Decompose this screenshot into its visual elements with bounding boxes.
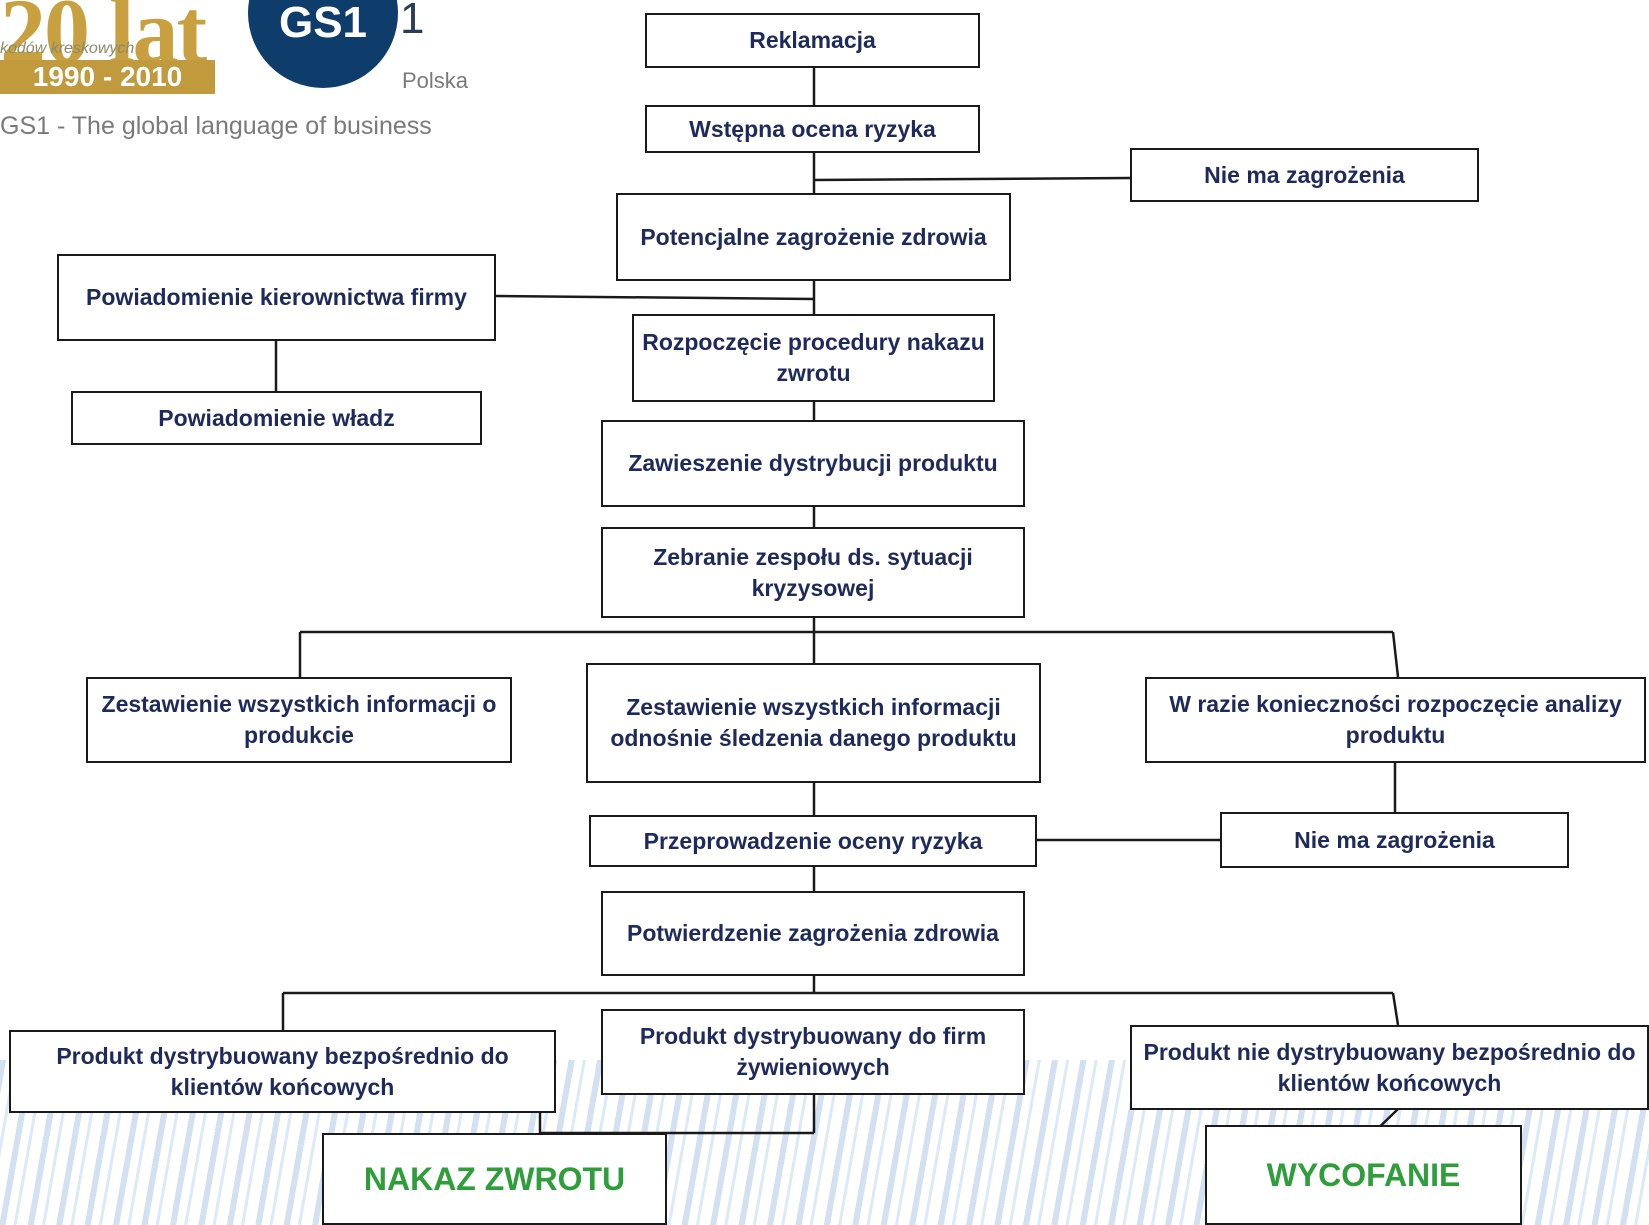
node-dystrybuowany-firmy: Produkt dystrybuowany do firm żywieniowy… bbox=[601, 1009, 1025, 1095]
result-nakaz-zwrotu: NAKAZ ZWROTU bbox=[322, 1133, 667, 1225]
node-powiadomienie-wladz: Powiadomienie władz bbox=[71, 391, 482, 445]
node-nie-ma-zagrozenia-1: Nie ma zagrożenia bbox=[1130, 148, 1479, 202]
node-analiza-produktu: W razie konieczności rozpoczęcie analizy… bbox=[1145, 677, 1646, 763]
result-wycofanie: WYCOFANIE bbox=[1205, 1125, 1522, 1225]
node-powiadomienie-kierownictwa: Powiadomienie kierownictwa firmy bbox=[57, 254, 496, 341]
anniversary-subtitle: kodów kreskowych bbox=[0, 40, 135, 57]
gs1-tagline: GS1 - The global language of business bbox=[0, 112, 432, 140]
connector bbox=[813, 176, 1131, 182]
node-reklamacja: Reklamacja bbox=[645, 13, 980, 68]
node-informacje-sledzenie: Zestawienie wszystkich informacji odnośn… bbox=[586, 663, 1041, 783]
node-nie-ma-zagrozenia-2: Nie ma zagrożenia bbox=[1220, 812, 1569, 868]
anniversary-years: 1990 - 2010 bbox=[0, 60, 215, 94]
node-dystrybuowany-klienci: Produkt dystrybuowany bezpośrednio do kl… bbox=[9, 1030, 556, 1113]
node-nie-dystrybuowany: Produkt nie dystrybuowany bezpośrednio d… bbox=[1130, 1025, 1649, 1110]
gs1-brand-suffix: 1 bbox=[400, 0, 425, 43]
node-ocena-ryzyka: Przeprowadzenie oceny ryzyka bbox=[589, 815, 1037, 867]
node-zawieszenie-dystrybucji: Zawieszenie dystrybucji produktu bbox=[601, 420, 1025, 507]
node-wstepna-ocena-ryzyka: Wstępna ocena ryzyka bbox=[645, 105, 980, 153]
node-zebranie-zespolu: Zebranie zespołu ds. sytuacji kryzysowej bbox=[601, 527, 1025, 618]
connector bbox=[1391, 631, 1400, 678]
node-rozpoczecie-procedury: Rozpoczęcie procedury nakazu zwrotu bbox=[632, 314, 995, 402]
connector bbox=[1391, 992, 1400, 1026]
node-potencjalne-zagrozenie: Potencjalne zagrożenie zdrowia bbox=[616, 193, 1011, 281]
connector bbox=[495, 294, 815, 301]
node-potwierdzenie-zagrozenia: Potwierdzenie zagrożenia zdrowia bbox=[601, 891, 1025, 976]
gs1-country: Polska bbox=[402, 68, 469, 93]
gs1-logo: 20 lat kodów kreskowych 1990 - 2010 GS1 … bbox=[0, 0, 520, 160]
node-informacje-o-produkcie: Zestawienie wszystkich informacji o prod… bbox=[86, 677, 512, 763]
